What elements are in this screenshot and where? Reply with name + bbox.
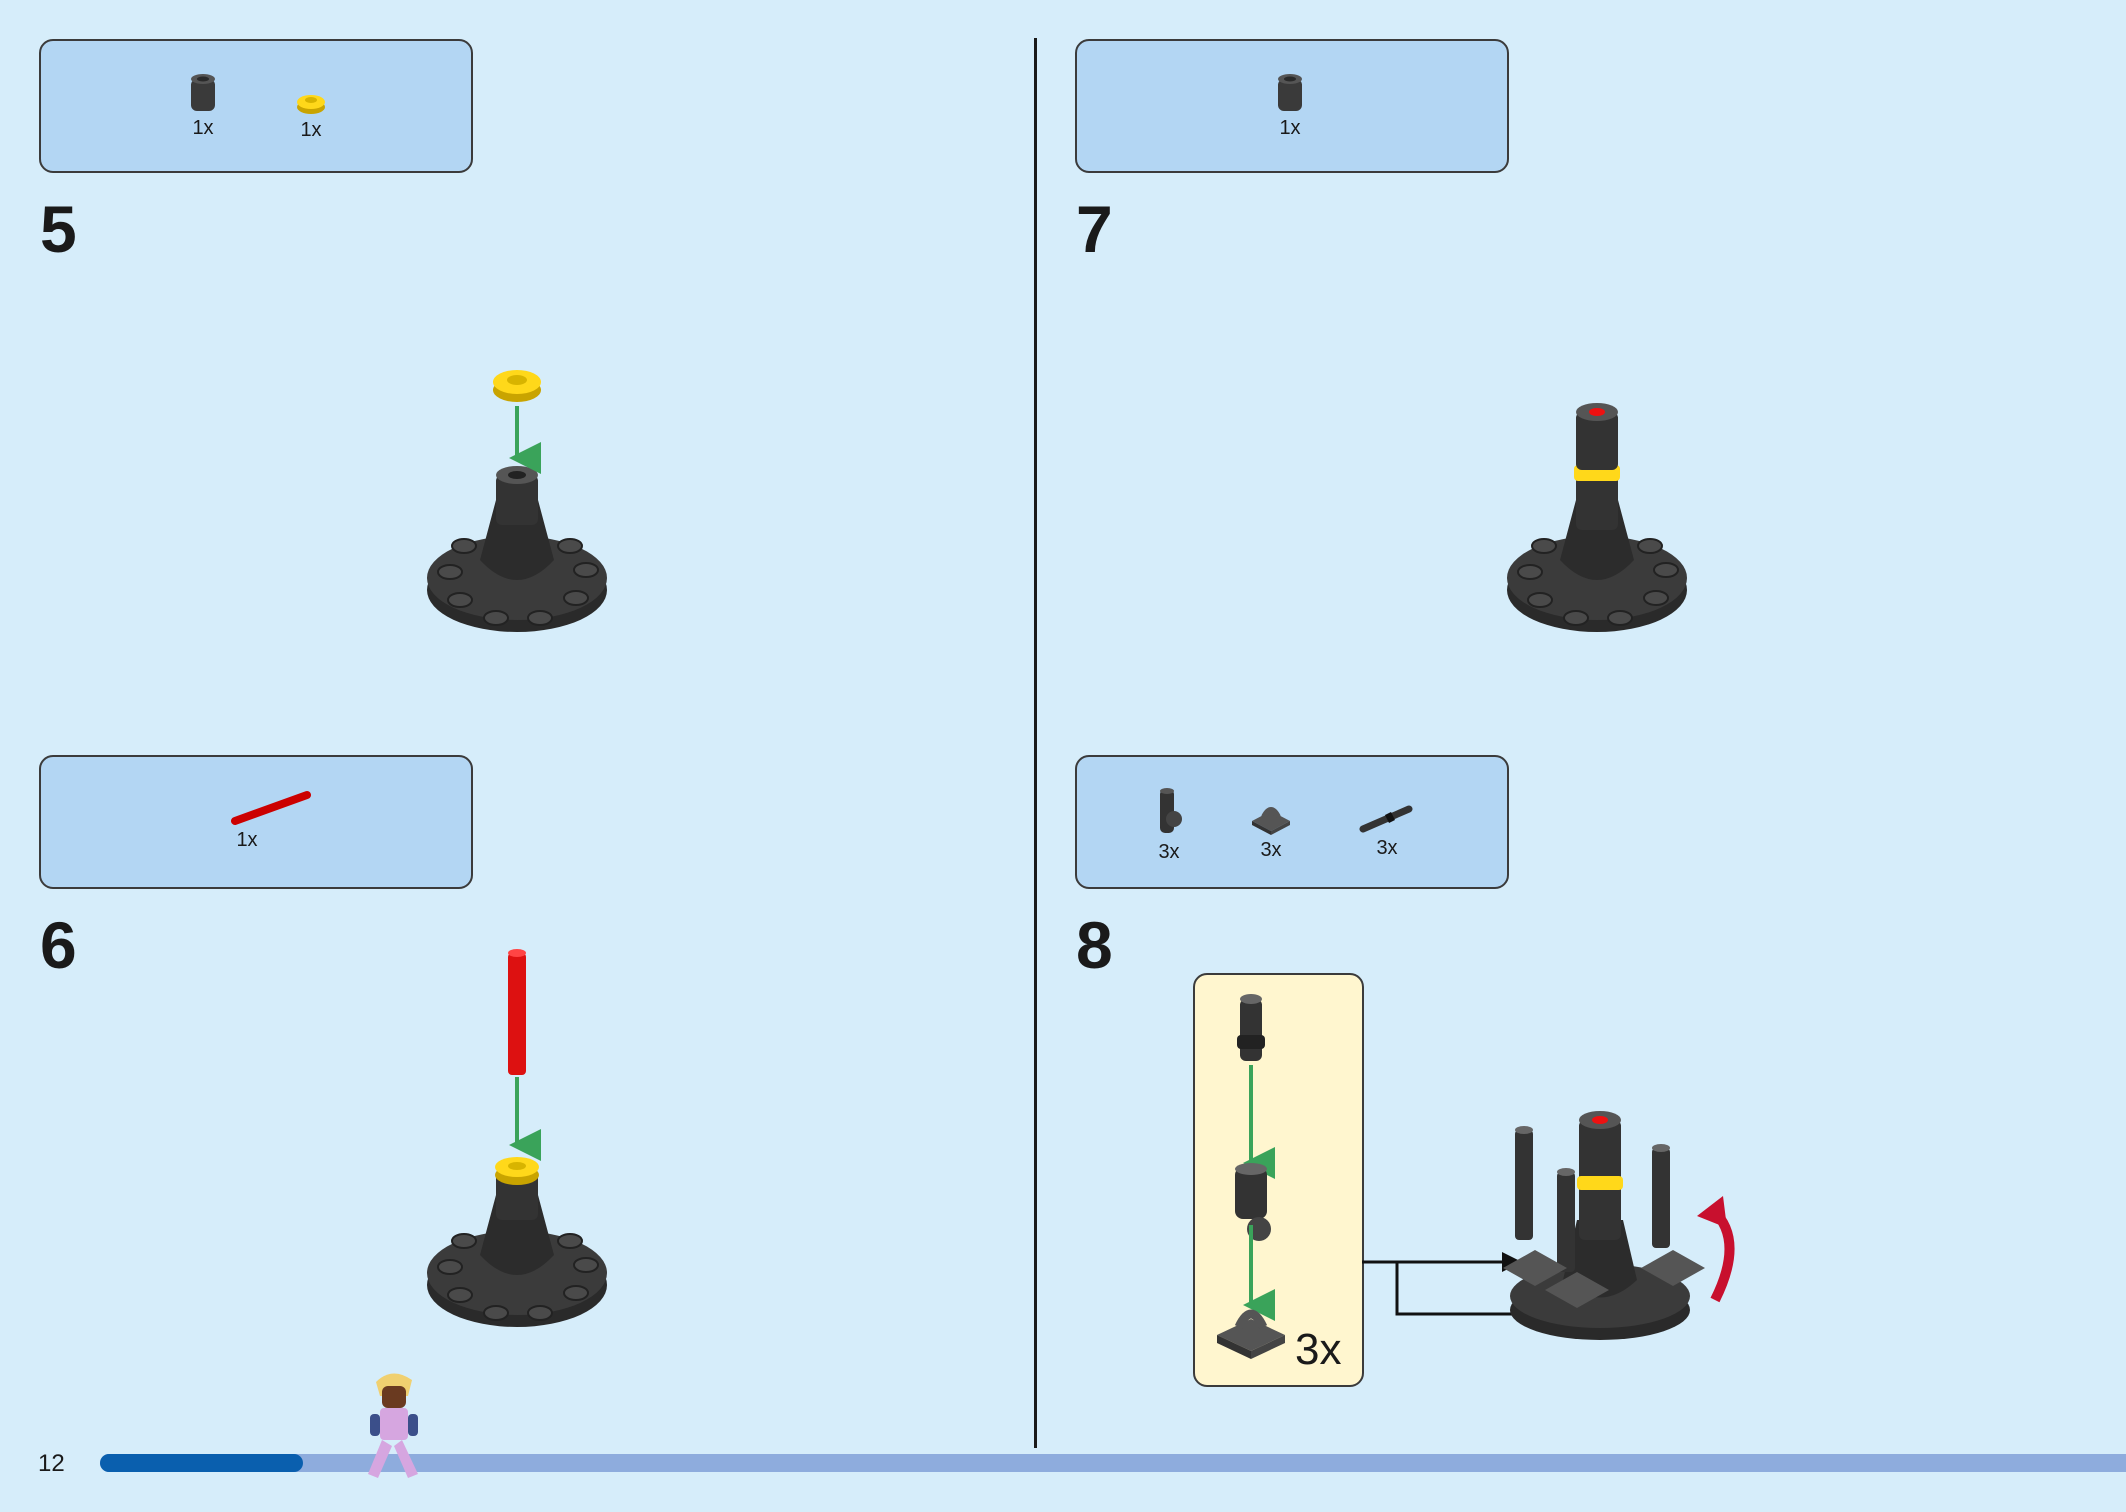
- part-qty: 3x: [1158, 841, 1180, 863]
- progress-bar-fill: [100, 1454, 303, 1472]
- part-round-plate: 1x: [271, 89, 351, 142]
- red-bar-icon: [231, 791, 311, 825]
- part-qty: 1x: [1279, 117, 1301, 139]
- dark-grey-round-brick-icon: [1278, 74, 1302, 111]
- step-number: 8: [1076, 908, 1113, 982]
- sub-assembly-diagram: [1217, 994, 1285, 1359]
- part-qty: 3x: [1260, 839, 1282, 861]
- part-bar: 1x: [227, 787, 311, 852]
- callout-qty: 3x: [1295, 1325, 1342, 1374]
- parts-list-step-5: 1x 1x: [39, 39, 473, 173]
- minifigure-icon: [368, 1373, 418, 1478]
- page-number: 12: [38, 1450, 65, 1477]
- dark-grey-round-brick-icon: [191, 74, 215, 111]
- step-8-model: [1503, 1111, 1735, 1340]
- part-qty: 1x: [192, 117, 214, 139]
- part-bar: 3x: [1347, 801, 1427, 860]
- step-6-model: [427, 949, 607, 1327]
- sub-assembly-callout: 3x: [1193, 973, 1364, 1387]
- step-number: 5: [40, 192, 77, 266]
- parts-list-step-7: 1x: [1075, 39, 1509, 173]
- step-number: 6: [40, 908, 77, 982]
- step-5-model: [427, 370, 607, 632]
- part-qty: 1x: [300, 119, 322, 141]
- yellow-round-plate-icon: [297, 95, 325, 114]
- part-plate-with-clip: 3x: [1231, 797, 1311, 862]
- parts-list-step-6: 1x: [39, 755, 473, 889]
- part-round-brick: 1x: [163, 71, 243, 140]
- clip-bracket-icon: [1160, 788, 1182, 833]
- parts-list-step-8: 3x 3x 3x: [1075, 755, 1509, 889]
- plate-with-clip-icon: [1252, 807, 1290, 835]
- part-round-brick: 1x: [1250, 71, 1330, 140]
- page-divider: [1034, 38, 1037, 1448]
- part-qty: 1x: [236, 829, 258, 851]
- part-clip-bracket: 3x: [1129, 785, 1209, 864]
- step-number: 7: [1076, 192, 1113, 266]
- progress-bar: [100, 1454, 2126, 1472]
- black-bar-icon: [1359, 805, 1413, 833]
- step-7-model: [1507, 403, 1687, 632]
- part-qty: 3x: [1376, 837, 1398, 859]
